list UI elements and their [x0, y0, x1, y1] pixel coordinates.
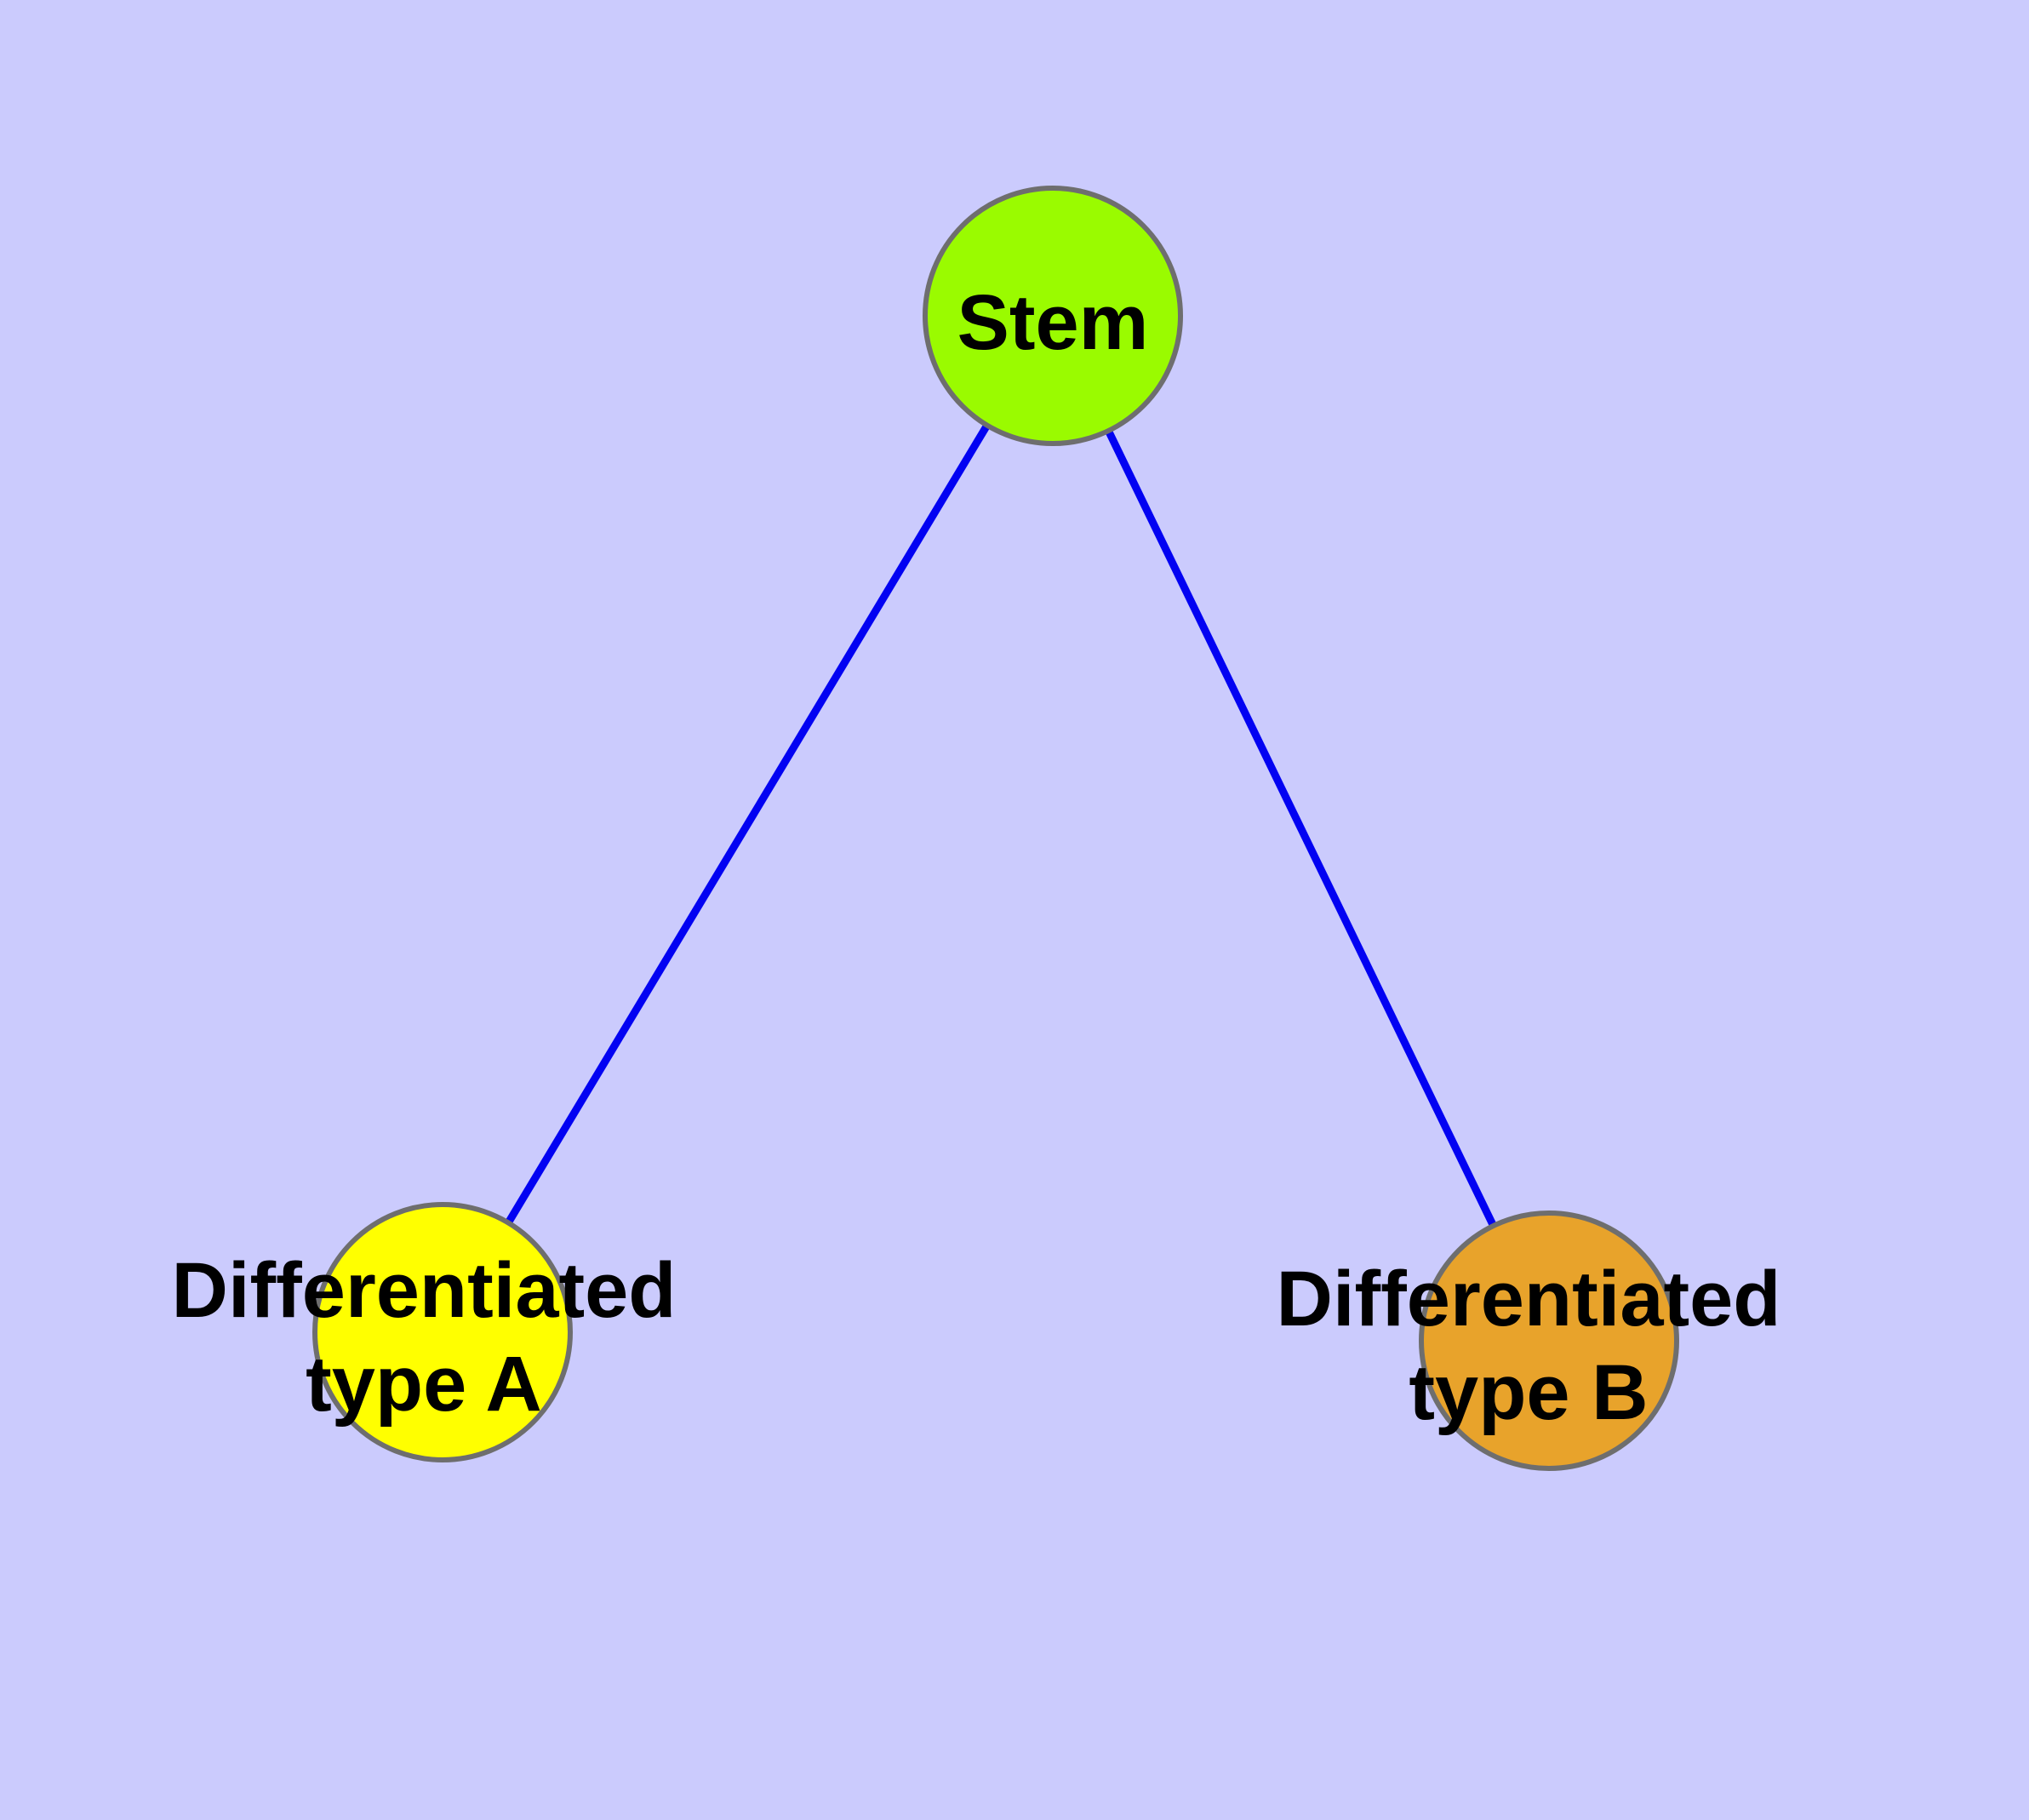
node-differentiated-type-a-label-line-2: type A — [306, 1341, 542, 1428]
node-differentiated-type-b-label-line-1: Differentiated — [1277, 1256, 1781, 1342]
node-differentiated-type-b-label-line-2: type B — [1409, 1349, 1648, 1436]
node-stem-circle — [923, 186, 1183, 446]
edge-stem-to-differentiated-type-b — [1049, 314, 1553, 1342]
node-stem-label-line-1: Stem — [957, 279, 1149, 366]
node-differentiated-type-b-circle — [1419, 1210, 1679, 1471]
node-differentiated-type-a-label-line-1: Differentiated — [172, 1247, 677, 1334]
node-differentiated-type-a-circle — [312, 1202, 573, 1462]
edge-stem-to-differentiated-type-a — [439, 313, 1056, 1335]
